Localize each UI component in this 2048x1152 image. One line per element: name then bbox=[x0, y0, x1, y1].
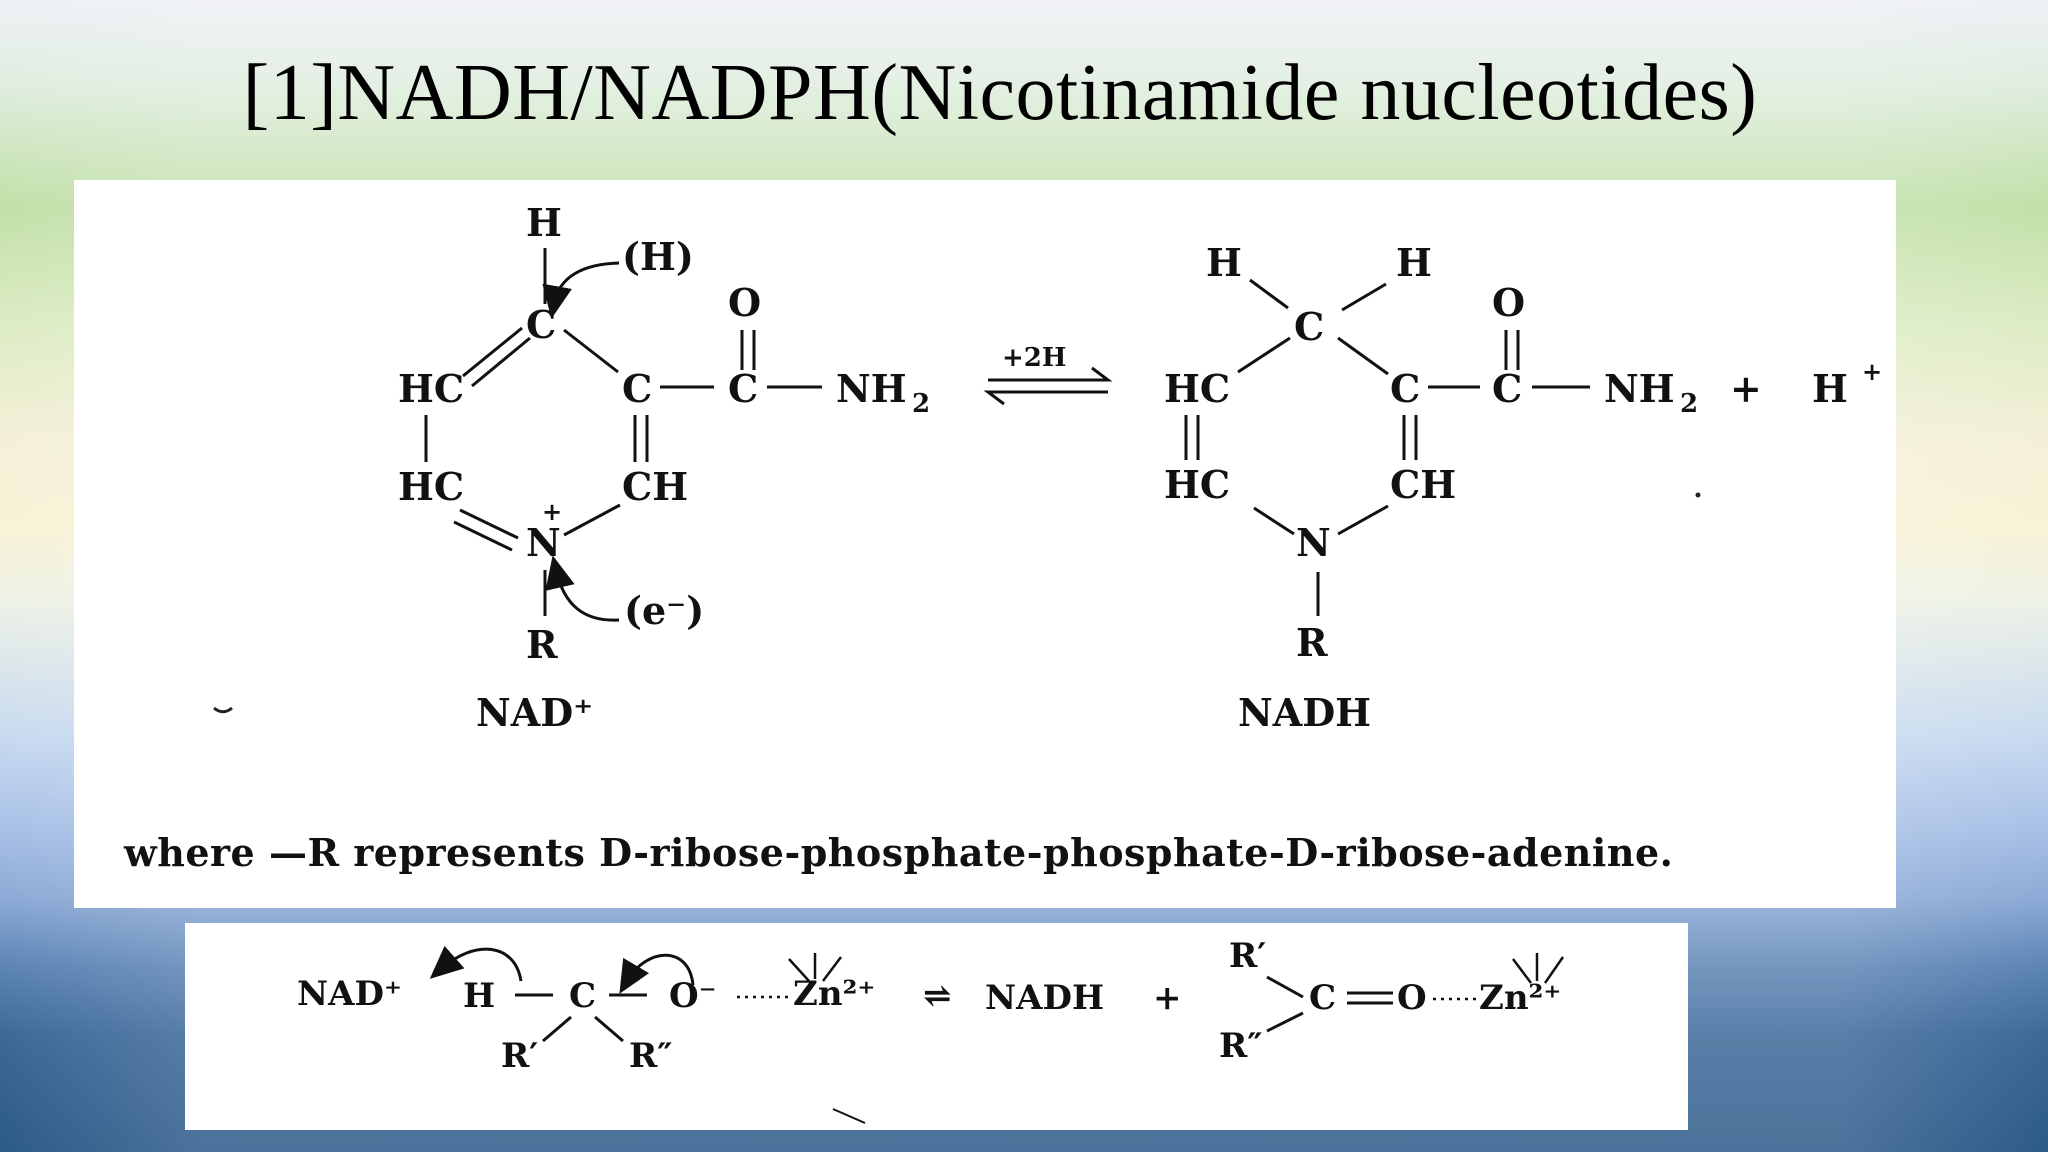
mech-c: C bbox=[569, 976, 596, 1016]
left-nh: NH bbox=[836, 366, 907, 411]
bond-line bbox=[1249, 278, 1289, 310]
mech-c2: C bbox=[1309, 978, 1336, 1018]
nadh-structure: H H C O HC C C NH 2 + H + HC CH N R bbox=[1164, 240, 1882, 665]
equilibrium-arrow: +2H bbox=[983, 343, 1113, 406]
bond-line bbox=[1543, 956, 1565, 984]
bond-line bbox=[822, 956, 842, 982]
left-hc-bot: HC bbox=[398, 464, 464, 509]
left-n-plus: + bbox=[542, 497, 562, 526]
right-c-mid: C bbox=[1390, 366, 1420, 411]
left-e-annotation: (e⁻) bbox=[624, 588, 704, 633]
bond-line bbox=[453, 520, 513, 552]
bond-line bbox=[1337, 504, 1389, 536]
scan-dot bbox=[1695, 492, 1701, 498]
left-n: N bbox=[526, 520, 561, 565]
bond-line bbox=[542, 261, 620, 319]
bond-line bbox=[1237, 336, 1291, 374]
nadh-label: NADH bbox=[1238, 690, 1371, 735]
bond-line bbox=[1341, 282, 1387, 312]
bond-line bbox=[462, 326, 523, 378]
right-h-plus-sup: + bbox=[1862, 357, 1882, 386]
bond-line bbox=[619, 953, 695, 994]
right-nh2-sub: 2 bbox=[1680, 389, 1698, 419]
bond-line bbox=[983, 390, 1108, 406]
right-ch: CH bbox=[1390, 462, 1456, 507]
left-nh2-sub: 2 bbox=[912, 389, 930, 419]
right-hc-bot: HC bbox=[1164, 462, 1230, 507]
right-c-top: C bbox=[1294, 304, 1324, 349]
right-c-amide: C bbox=[1492, 366, 1522, 411]
arrow-label-2h: +2H bbox=[1002, 343, 1066, 373]
bond-line bbox=[459, 508, 519, 540]
mech-nadh: NADH bbox=[985, 978, 1104, 1018]
right-hc-top: HC bbox=[1164, 366, 1230, 411]
left-c-amide: C bbox=[728, 366, 758, 411]
bond-line bbox=[563, 328, 619, 374]
scan-mark bbox=[832, 1108, 866, 1124]
slide-title: [1]NADH/NADPH(Nicotinamide nucleotides) bbox=[242, 49, 1758, 137]
mech-nad-plus: NAD⁺ bbox=[297, 974, 402, 1014]
right-nh: NH bbox=[1604, 366, 1675, 411]
bond-line bbox=[788, 958, 810, 982]
bond-line bbox=[1266, 1011, 1304, 1033]
bond-line bbox=[1266, 975, 1304, 999]
bond-line bbox=[542, 1015, 572, 1043]
mech-r-prime-b: R′ bbox=[1229, 936, 1266, 976]
mech-r-double-prime-b: R″ bbox=[1219, 1026, 1262, 1066]
left-c-mid: C bbox=[622, 366, 652, 411]
left-h-annotation: (H) bbox=[622, 234, 694, 279]
mech-h: H bbox=[463, 976, 495, 1016]
left-h-top: H bbox=[526, 200, 562, 245]
r-group-caption: where —R represents D-ribose-phosphate-p… bbox=[124, 830, 1674, 875]
mech-r-double-prime: R″ bbox=[629, 1036, 672, 1076]
bond-line bbox=[471, 336, 531, 388]
left-ch: CH bbox=[622, 464, 688, 509]
bond-line bbox=[1337, 336, 1389, 376]
mech-zn: Zn²⁺ bbox=[793, 974, 875, 1014]
right-plus: + bbox=[1730, 366, 1762, 411]
right-h2: H bbox=[1396, 240, 1432, 285]
left-hc-top: HC bbox=[398, 366, 464, 411]
alcohol-dehydrogenase-panel: NAD⁺ H C O⁻ Zn²⁺ R′ R″ ⇌ NADH + R′ R″ C … bbox=[185, 923, 1688, 1130]
mech-o2: O bbox=[1397, 978, 1427, 1018]
mech-plus: + bbox=[1153, 978, 1182, 1018]
scan-speck bbox=[213, 706, 233, 714]
nad-nadh-structure-diagram: H (H) C O HC C C NH 2 HC CH + N (e⁻) R bbox=[213, 200, 1882, 735]
mech-r-prime: R′ bbox=[501, 1036, 538, 1076]
nad-plus-label: NAD⁺ bbox=[476, 690, 593, 735]
zn-mechanism-diagram: NAD⁺ H C O⁻ Zn²⁺ R′ R″ ⇌ NADH + R′ R″ C … bbox=[297, 936, 1565, 1124]
right-h-plus: H bbox=[1812, 366, 1848, 411]
right-h1: H bbox=[1206, 240, 1242, 285]
bond-line bbox=[1512, 958, 1532, 984]
right-r: R bbox=[1296, 620, 1328, 665]
mech-zn2: Zn²⁺ bbox=[1479, 978, 1561, 1018]
bond-line bbox=[563, 503, 621, 537]
nad-plus-structure: H (H) C O HC C C NH 2 HC CH + N (e⁻) R bbox=[398, 200, 930, 667]
bond-line bbox=[545, 555, 620, 622]
bond-line bbox=[594, 1015, 624, 1043]
mech-equilibrium: ⇌ bbox=[923, 976, 952, 1016]
left-c-top: C bbox=[526, 302, 556, 347]
nad-reaction-panel: H (H) C O HC C C NH 2 HC CH + N (e⁻) R bbox=[74, 180, 1896, 908]
bond-line bbox=[1253, 506, 1295, 536]
left-o: O bbox=[728, 280, 761, 325]
bond-line bbox=[988, 366, 1113, 382]
right-o: O bbox=[1492, 280, 1525, 325]
bond-line bbox=[429, 945, 523, 982]
right-n: N bbox=[1296, 520, 1331, 565]
left-r: R bbox=[526, 622, 558, 667]
